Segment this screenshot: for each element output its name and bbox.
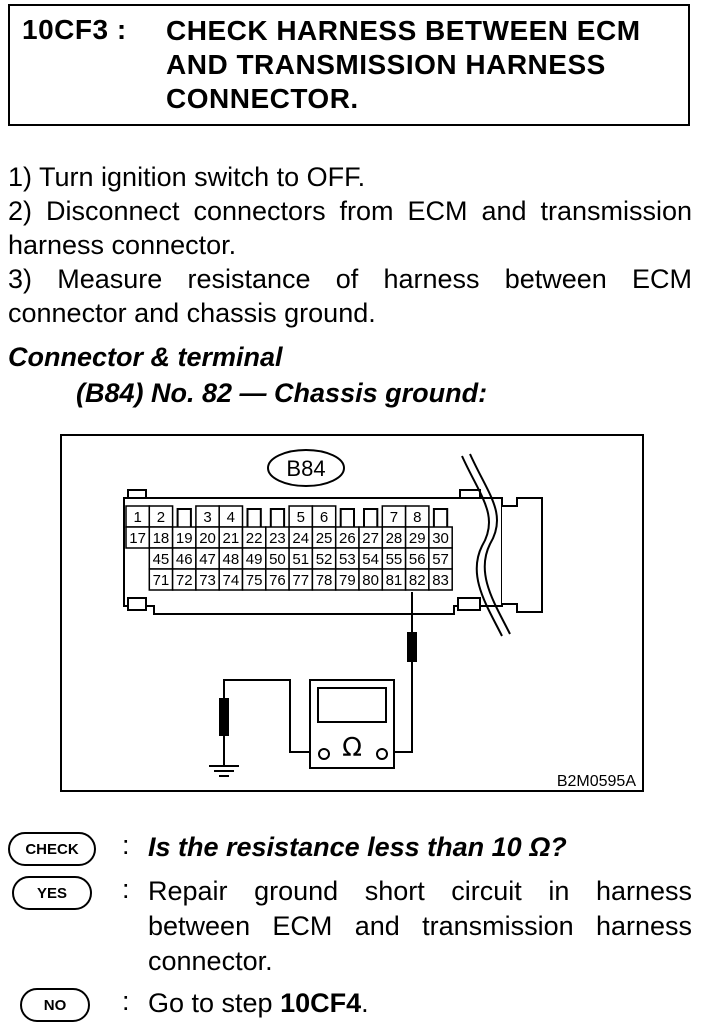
pin-label: 81 <box>386 572 403 589</box>
pin-label: 49 <box>246 551 263 568</box>
harness-cut-line-2 <box>469 453 511 635</box>
pin-label: 18 <box>153 530 170 547</box>
pin-label: 26 <box>339 530 356 547</box>
step-title: CHECK HARNESS BETWEEN ECM AND TRANSMISSI… <box>166 15 641 114</box>
pin-label: 55 <box>386 551 403 568</box>
ohmmeter-display <box>317 687 387 723</box>
pin-label: 3 <box>203 509 211 526</box>
pin-label: 53 <box>339 551 356 568</box>
connector-id-label: B84 <box>286 456 325 481</box>
procedure-step-3: 3) Measure resistance of harness between… <box>8 264 692 328</box>
pin-label: 17 <box>129 530 146 547</box>
yes-colon: : <box>122 874 130 904</box>
pin-gap <box>176 508 192 527</box>
no-colon: : <box>122 986 130 1016</box>
pin-label: 28 <box>386 530 403 547</box>
pin-label: 48 <box>223 551 240 568</box>
pin-label: 24 <box>292 530 309 547</box>
no-text: Go to step 10CF4. <box>148 986 692 1021</box>
pin-label: 25 <box>316 530 333 547</box>
pin-label: 51 <box>292 551 309 568</box>
procedure-steps: 1) Turn ignition switch to OFF. 2) Disco… <box>8 160 692 330</box>
pin-label: 73 <box>199 572 216 589</box>
pin-label: 27 <box>362 530 379 547</box>
yes-text: Repair ground short circuit in harness b… <box>148 876 692 976</box>
pin-label: 82 <box>409 572 426 589</box>
pin-label: 30 <box>432 530 449 547</box>
pin-label: 77 <box>292 572 309 589</box>
pin-label: 71 <box>153 572 170 589</box>
pin-label: 29 <box>409 530 426 547</box>
pin-label: 23 <box>269 530 286 547</box>
pin-label: 74 <box>223 572 240 589</box>
pin-label: 45 <box>153 551 170 568</box>
pin-gap <box>269 508 286 527</box>
pin-label: 47 <box>199 551 216 568</box>
pin-label: 46 <box>176 551 193 568</box>
pin-label: 4 <box>227 509 235 526</box>
pin-label: 2 <box>157 509 165 526</box>
pin-label: 72 <box>176 572 193 589</box>
figure-code: B2M0595A <box>557 773 636 790</box>
pin-label: 1 <box>133 509 141 526</box>
check-colon: : <box>122 830 130 860</box>
pin-label: 80 <box>362 572 379 589</box>
pin-label: 8 <box>413 509 421 526</box>
pin-label: 57 <box>432 551 449 568</box>
pin-label: 20 <box>199 530 216 547</box>
pin-label: 50 <box>269 551 286 568</box>
pin-gap <box>246 508 262 527</box>
no-text-suffix: . <box>361 988 369 1018</box>
pin-label: 7 <box>390 509 398 526</box>
pin-gap <box>339 508 355 527</box>
pin-label: 54 <box>362 551 379 568</box>
probe-tip-left <box>219 698 229 736</box>
pin-label: 22 <box>246 530 263 547</box>
pin-label: 83 <box>432 572 449 589</box>
pin-label: 75 <box>246 572 263 589</box>
pin-label: 78 <box>316 572 333 589</box>
connector-id-oval <box>267 449 345 487</box>
no-badge: NO <box>20 988 90 1022</box>
connector-terminal-spec: (B84) No. 82 — Chassis ground: <box>76 378 488 408</box>
no-text-prefix: Go to step <box>148 988 281 1018</box>
pin-gap <box>363 508 379 527</box>
check-badge: CHECK <box>8 832 96 866</box>
pin-label: 21 <box>223 530 240 547</box>
pin-label: 56 <box>409 551 426 568</box>
ohm-symbol: Ω <box>342 733 362 763</box>
pin-cell <box>428 568 453 591</box>
check-question: Is the resistance less than 10 Ω? <box>148 832 567 862</box>
procedure-step-1: 1) Turn ignition switch to OFF. <box>8 162 366 192</box>
pin-label: 19 <box>176 530 193 547</box>
pin-label: 5 <box>297 509 305 526</box>
pin-gap <box>432 508 449 527</box>
step-header: 10CF3 : CHECK HARNESS BETWEEN ECM AND TR… <box>8 4 690 126</box>
pin-label: 6 <box>320 509 328 526</box>
harness-cut-line-1 <box>461 455 503 637</box>
procedure-step-2: 2) Disconnect connectors from ECM and tr… <box>8 196 692 260</box>
no-step-link[interactable]: 10CF4 <box>280 988 362 1018</box>
pin-label: 79 <box>339 572 356 589</box>
probe-tip-right <box>407 632 417 662</box>
probe-lead-left <box>223 679 324 753</box>
pin-label: 76 <box>269 572 286 589</box>
connector-latch <box>502 497 543 613</box>
step-code: 10CF3 : <box>22 14 127 45</box>
yes-badge: YES <box>12 876 92 910</box>
pin-label: 52 <box>316 551 333 568</box>
connector-terminal-label: Connector & terminal <box>8 342 283 372</box>
